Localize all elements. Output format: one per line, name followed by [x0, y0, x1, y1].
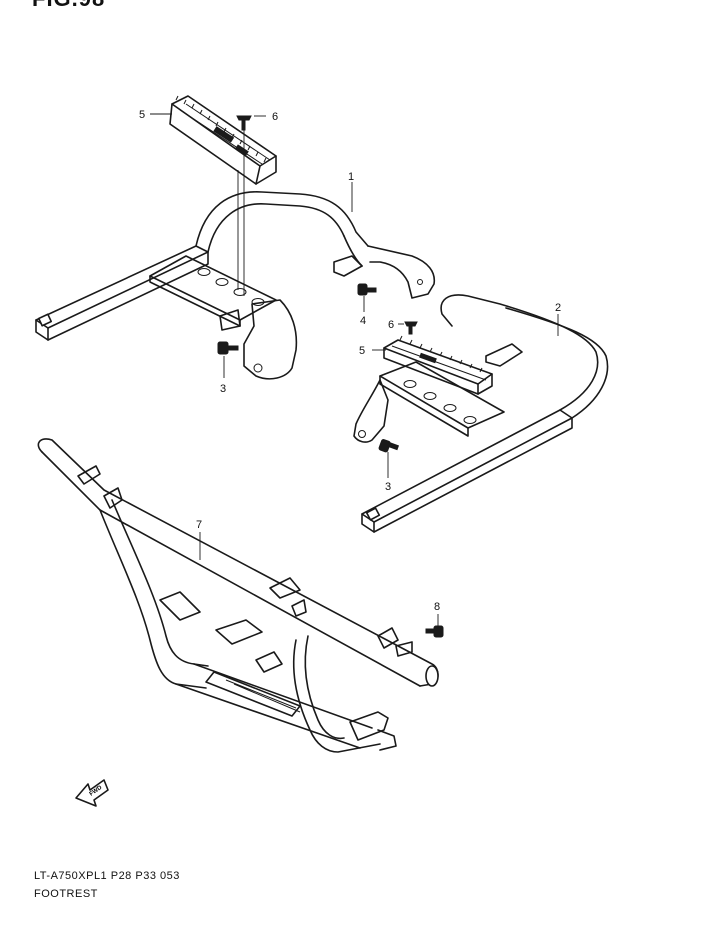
fwd-arrow-icon: FWD	[75, 779, 109, 807]
callout-3-right: 3	[385, 481, 391, 493]
callout-6-upper: 6	[272, 111, 278, 123]
part-3-bolt-left[interactable]	[217, 341, 239, 355]
callout-1: 1	[348, 171, 354, 183]
part-7-front-guard-frame[interactable]	[37, 438, 439, 753]
part-4-bolt[interactable]	[357, 283, 377, 296]
part-5-footpeg-plate-right[interactable]	[383, 335, 493, 395]
part-2-right-footrest-frame[interactable]	[353, 294, 609, 533]
section-name: FOOTREST	[34, 888, 98, 900]
callout-4: 4	[360, 315, 366, 327]
callout-7: 7	[196, 519, 202, 531]
part-8-bolt[interactable]	[425, 625, 444, 638]
part-1-left-footrest-frame[interactable]	[35, 191, 436, 380]
callout-2: 2	[555, 302, 561, 314]
part-3-bolt-right[interactable]	[378, 439, 400, 453]
part-6-screw-upper[interactable]	[236, 115, 252, 131]
part-6-screw-right[interactable]	[404, 321, 418, 335]
callout-6-right: 6	[388, 319, 394, 331]
figure-title: FIG.98	[32, 0, 105, 12]
callout-5-right: 5	[359, 345, 365, 357]
part-5-footpeg-plate-left[interactable]	[169, 95, 277, 185]
model-code: LT-A750XPL1 P28 P33 053	[34, 870, 180, 882]
callout-5-left: 5	[139, 109, 145, 121]
callout-leaders	[150, 113, 559, 626]
callout-3-left: 3	[220, 383, 226, 395]
callout-8: 8	[434, 601, 440, 613]
